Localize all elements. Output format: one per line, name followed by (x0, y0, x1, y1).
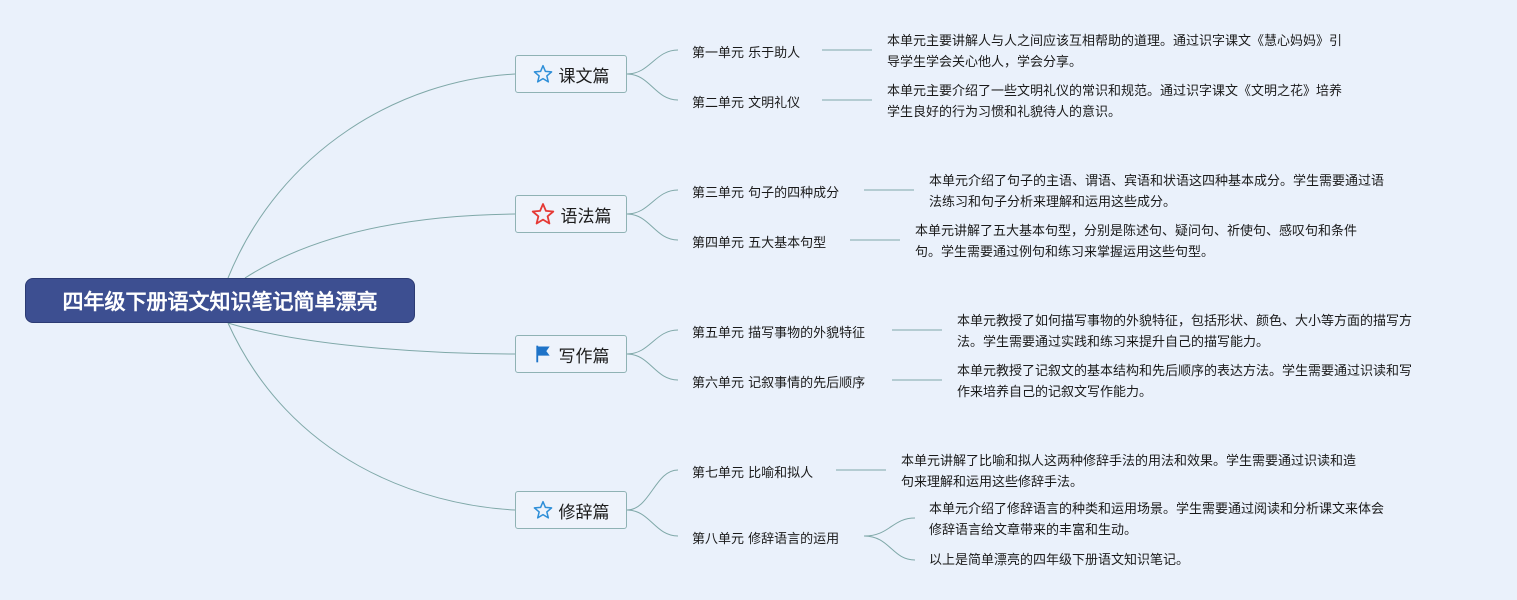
unit-4[interactable]: 第四单元 五大基本句型 (692, 236, 827, 251)
unit-8-description[interactable]: 本单元介绍了修辞语言的种类和运用场景。学生需要通过阅读和分析课文来体会 修辞语言… (929, 499, 1384, 541)
connector-topic2-unit3 (626, 189, 679, 215)
connector-topic3-unit6 (626, 353, 679, 381)
unit-7-description[interactable]: 本单元讲解了比喻和拟人这两种修辞手法的用法和效果。学生需要通过识读和造 句来理解… (901, 451, 1356, 493)
topic-label: 写作篇 (558, 346, 610, 367)
root-topic[interactable]: 四年级下册语文知识笔记简单漂亮 (25, 278, 415, 323)
star-outline-red-icon (531, 203, 554, 225)
description-line: 法。学生需要通过实践和练习来提升自己的描写能力。 (957, 335, 1270, 350)
description-line: 本单元教授了记叙文的基本结构和先后顺序的表达方法。学生需要通过识读和写 (957, 364, 1413, 379)
connector-unit8-desc1 (863, 517, 916, 537)
unit-5[interactable]: 第五单元 描写事物的外貌特征 (692, 326, 866, 341)
description-line: 本单元讲解了比喻和拟人这两种修辞手法的用法和效果。学生需要通过识读和造 (901, 454, 1357, 469)
description-line: 本单元主要介绍了一些文明礼仪的常识和规范。通过识字课文《文明之花》培养 (887, 84, 1343, 99)
description-line: 本单元介绍了修辞语言的种类和运用场景。学生需要通过阅读和分析课文来体会 (929, 502, 1385, 517)
description-line: 本单元主要讲解人与人之间应该互相帮助的道理。通过识字课文《慧心妈妈》引 (887, 34, 1343, 49)
unit-4-description[interactable]: 本单元讲解了五大基本句型，分别是陈述句、疑问句、祈使句、感叹句和条件 句。学生需… (915, 221, 1357, 263)
connector-topic4-unit7 (626, 469, 679, 511)
flag-icon (535, 345, 550, 363)
unit-1[interactable]: 第一单元 乐于助人 (692, 46, 801, 61)
star-outline-blue-icon (533, 500, 552, 519)
closing-note-text: 以上是简单漂亮的四年级下册语文知识笔记。 (929, 553, 1190, 568)
unit-2[interactable]: 第二单元 文明礼仪 (692, 96, 801, 111)
connector-topic4-unit8 (626, 509, 679, 537)
description-line: 句。学生需要通过例句和练习来掌握运用这些句型。 (915, 245, 1215, 260)
topic-label: 语法篇 (560, 206, 612, 227)
topic-xiezuo[interactable]: 写作篇 (515, 335, 627, 373)
description-line: 导学生学会关心他人，学会分享。 (887, 55, 1083, 70)
unit-7[interactable]: 第七单元 比喻和拟人 (692, 466, 814, 481)
description-line: 修辞语言给文章带来的丰富和生动。 (929, 523, 1138, 538)
unit-6[interactable]: 第六单元 记叙事情的先后顺序 (692, 376, 866, 391)
topic-xiuci[interactable]: 修辞篇 (515, 491, 627, 529)
description-line: 本单元讲解了五大基本句型，分别是陈述句、疑问句、祈使句、感叹句和条件 (915, 224, 1358, 239)
closing-note[interactable]: 以上是简单漂亮的四年级下册语文知识笔记。 (929, 550, 1189, 571)
topic-yufa[interactable]: 语法篇 (515, 195, 627, 233)
unit-3-description[interactable]: 本单元介绍了句子的主语、谓语、宾语和状语这四种基本成分。学生需要通过语 法练习和… (929, 171, 1384, 213)
connector-root-topic-1 (227, 73, 516, 279)
connector-topic2-unit4 (626, 213, 679, 241)
root-title: 四年级下册语文知识笔记简单漂亮 (62, 289, 378, 314)
topic-kewen[interactable]: 课文篇 (515, 55, 627, 93)
connector-unit8-desc2 (863, 535, 916, 561)
unit-5-description[interactable]: 本单元教授了如何描写事物的外貌特征，包括形状、颜色、大小等方面的描写方 法。学生… (957, 311, 1412, 353)
description-line: 本单元介绍了句子的主语、谓语、宾语和状语这四种基本成分。学生需要通过语 (929, 174, 1385, 189)
unit-2-description[interactable]: 本单元主要介绍了一些文明礼仪的常识和规范。通过识字课文《文明之花》培养 学生良好… (887, 81, 1342, 123)
unit-8[interactable]: 第八单元 修辞语言的运用 (692, 532, 840, 547)
connector-root-topic-3 (227, 322, 516, 355)
unit-6-description[interactable]: 本单元教授了记叙文的基本结构和先后顺序的表达方法。学生需要通过识读和写 作来培养… (957, 361, 1412, 403)
connector-topic1-unit1 (626, 49, 679, 75)
description-line: 法练习和句子分析来理解和运用这些成分。 (929, 195, 1177, 210)
description-line: 学生良好的行为习惯和礼貌待人的意识。 (887, 105, 1122, 120)
star-outline-blue-icon (533, 64, 552, 83)
connector-topic3-unit5 (626, 329, 679, 355)
unit-3[interactable]: 第三单元 句子的四种成分 (692, 186, 840, 201)
description-line: 作来培养自己的记叙文写作能力。 (957, 385, 1153, 400)
connector-root-topic-4 (227, 322, 516, 511)
topic-label: 修辞篇 (558, 502, 610, 523)
unit-1-description[interactable]: 本单元主要讲解人与人之间应该互相帮助的道理。通过识字课文《慧心妈妈》引 导学生学… (887, 31, 1342, 73)
description-line: 句来理解和运用这些修辞手法。 (901, 475, 1084, 490)
topic-label: 课文篇 (558, 66, 610, 87)
description-line: 本单元教授了如何描写事物的外貌特征，包括形状、颜色、大小等方面的描写方 (957, 314, 1413, 329)
connector-root-topic-2 (244, 213, 516, 279)
connector-topic1-unit2 (626, 73, 679, 101)
